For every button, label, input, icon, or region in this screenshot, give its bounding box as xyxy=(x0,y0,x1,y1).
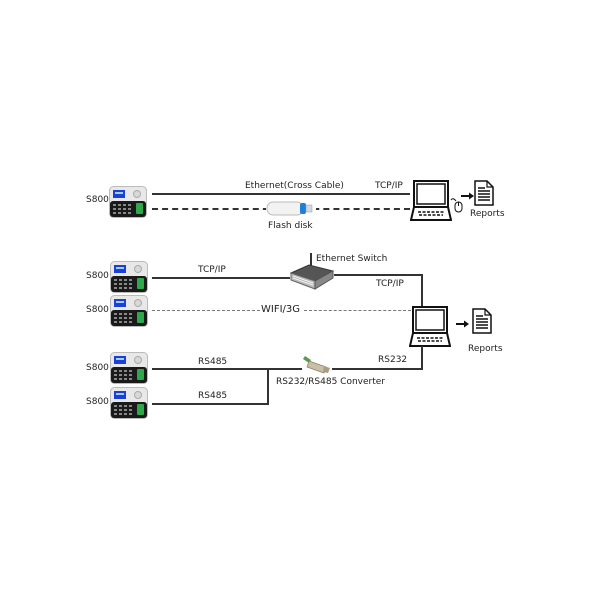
switch-to-pc-line xyxy=(334,274,422,276)
wifi-dashed-line xyxy=(304,310,411,311)
tcpip-label: TCP/IP xyxy=(198,265,226,275)
device-label: S800 xyxy=(86,363,109,373)
s800-terminal-icon xyxy=(110,352,148,384)
ethernet-switch-label: Ethernet Switch xyxy=(316,254,388,264)
rs485-label: RS485 xyxy=(198,357,228,367)
rs232-label: RS232 xyxy=(378,355,408,365)
device-label: S800 xyxy=(86,195,109,205)
report-document-icon xyxy=(474,180,494,206)
s800-terminal-icon xyxy=(110,387,148,419)
converter-label: RS232/RS485 Converter xyxy=(276,377,386,387)
tcpip-label: TCP/IP xyxy=(375,181,403,191)
device-label: S800 xyxy=(86,305,109,315)
rs232-vertical-line xyxy=(421,346,423,370)
ethernet-label: Ethernet(Cross Cable) xyxy=(245,181,344,191)
switch-antenna xyxy=(310,253,312,267)
wifi-dashed-line xyxy=(152,310,260,311)
tcpip-line xyxy=(152,277,290,279)
switch-tcpip-label: TCP/IP xyxy=(376,279,404,289)
s800-terminal-icon xyxy=(110,295,148,327)
rs485-label: RS485 xyxy=(198,391,228,401)
s800-terminal-icon xyxy=(110,261,148,293)
device-label: S800 xyxy=(86,271,109,281)
wifi-3g-label: WIFI/3G xyxy=(261,304,301,315)
report-document-icon xyxy=(472,308,492,334)
arrow-right-icon xyxy=(461,192,474,200)
flash-disk-icon xyxy=(266,201,316,216)
ethernet-cable-line xyxy=(152,193,410,195)
rs232-rs485-converter-icon xyxy=(303,356,330,374)
ethernet-switch-icon xyxy=(289,264,335,290)
device-label: S800 xyxy=(86,397,109,407)
rs485-line xyxy=(152,368,302,370)
flash-disk-label: Flash disk xyxy=(268,221,313,231)
laptop-icon xyxy=(410,180,452,222)
mouse-icon xyxy=(450,198,463,213)
s800-terminal-icon xyxy=(109,186,147,218)
arrow-right-icon xyxy=(456,320,469,328)
laptop-icon xyxy=(409,306,451,348)
rs485-bus-vertical-line xyxy=(267,368,269,405)
rs485-line xyxy=(152,403,268,405)
switch-to-pc-vertical-line xyxy=(421,274,423,308)
reports-label: Reports xyxy=(470,209,505,219)
reports-label: Reports xyxy=(468,344,503,354)
rs232-line xyxy=(332,368,422,370)
